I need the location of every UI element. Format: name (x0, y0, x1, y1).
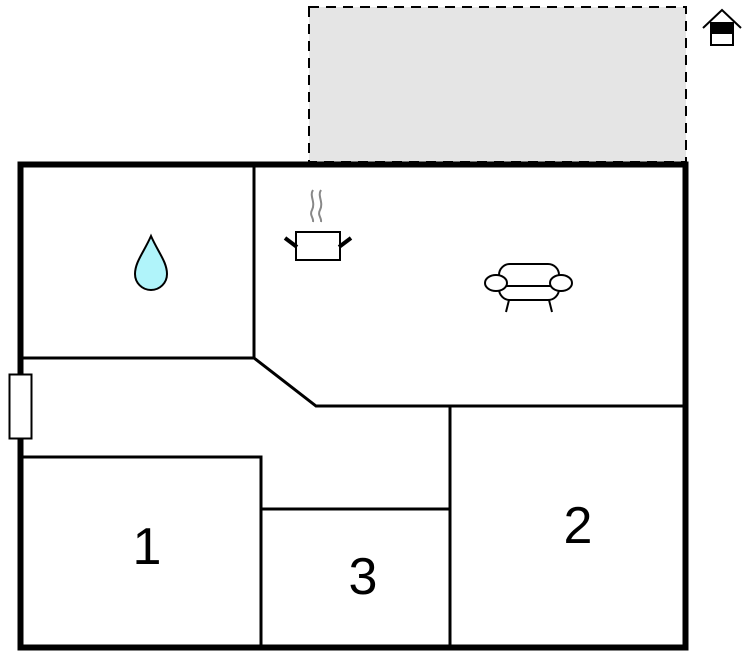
room-label-2: 2 (564, 497, 593, 555)
cooking-pot-icon (283, 189, 353, 261)
room-label-1: 1 (133, 518, 162, 576)
door-icon (8, 373, 33, 440)
interior-walls (20, 164, 686, 648)
terrace (308, 6, 687, 163)
house-entrance-icon (702, 8, 742, 46)
sofa-icon (484, 263, 573, 313)
water-drop-icon (133, 233, 169, 291)
room-label-3: 3 (349, 548, 378, 606)
